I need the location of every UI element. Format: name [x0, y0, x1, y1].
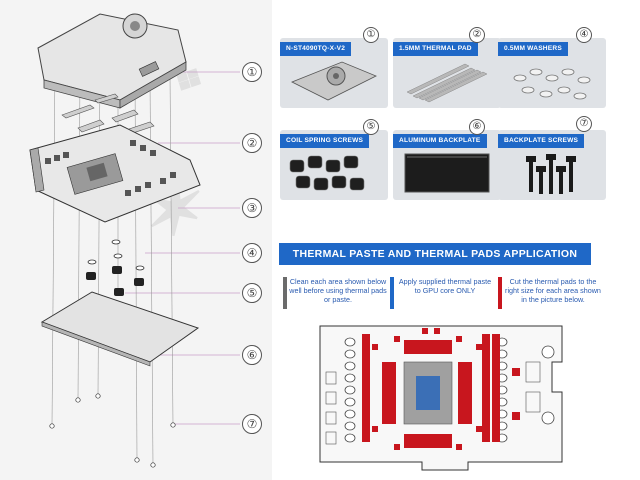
callout-4: ④ — [242, 243, 262, 263]
card-num-4: ④ — [576, 27, 592, 43]
card-title: 0.5MM WASHERS — [498, 42, 568, 56]
card-num-2: ② — [469, 27, 485, 43]
backplate-icon — [404, 153, 490, 193]
application-title: THERMAL PASTE AND THERMAL PADS APPLICATI… — [279, 243, 591, 265]
component-card-backplate-screws: BACKPLATE SCREWS — [498, 130, 606, 200]
component-card-waterblock: N-ST4090TQ-X-V2 — [280, 38, 388, 108]
note-text: Cut the thermal pads to the right size f… — [505, 277, 601, 304]
callout-2: ② — [242, 133, 262, 153]
card-title: N-ST4090TQ-X-V2 — [280, 42, 352, 56]
backplate-screws-icon — [526, 154, 576, 194]
callout-1: ① — [242, 62, 262, 82]
component-card-spring-screws: COIL SPRING SCREWS — [280, 130, 388, 200]
pcb-diagram-icon — [319, 325, 563, 471]
callout-3: ③ — [242, 198, 262, 218]
thermal-pad-icon — [406, 63, 488, 103]
note-bar-gray — [283, 277, 287, 309]
exploded-view-panel: ❖ ✶ — [0, 0, 272, 480]
note-clean: Clean each area shown below well before … — [283, 277, 387, 315]
card-num-6: ⑥ — [469, 119, 485, 135]
card-num-7: ⑦ — [576, 116, 592, 132]
card-num-1: ① — [363, 27, 379, 43]
card-num-5: ⑤ — [363, 119, 379, 135]
note-pads: Cut the thermal pads to the right size f… — [498, 277, 602, 315]
note-bar-blue — [390, 277, 394, 309]
callout-6: ⑥ — [242, 345, 262, 365]
card-title: ALUMINUM BACKPLATE — [393, 134, 487, 148]
spring-screws-icon — [289, 155, 365, 191]
note-text: Apply supplied thermal paste to GPU core… — [398, 277, 492, 295]
callout-7: ⑦ — [242, 414, 262, 434]
note-text: Clean each area shown below well before … — [289, 277, 387, 304]
card-title: 1.5MM THERMAL PAD — [393, 42, 478, 56]
component-card-backplate: ALUMINUM BACKPLATE — [393, 130, 501, 200]
component-card-washers: 0.5MM WASHERS — [498, 38, 606, 108]
washers-icon — [513, 68, 591, 100]
card-title: BACKPLATE SCREWS — [498, 134, 585, 148]
note-paste: Apply supplied thermal paste to GPU core… — [390, 277, 494, 315]
callout-5: ⑤ — [242, 283, 262, 303]
component-card-thermal-pad: 1.5MM THERMAL PAD — [393, 38, 501, 108]
note-bar-red — [498, 277, 502, 309]
exploded-view-icon — [29, 13, 240, 468]
card-title: COIL SPRING SCREWS — [280, 134, 370, 148]
waterblock-icon — [291, 61, 377, 101]
